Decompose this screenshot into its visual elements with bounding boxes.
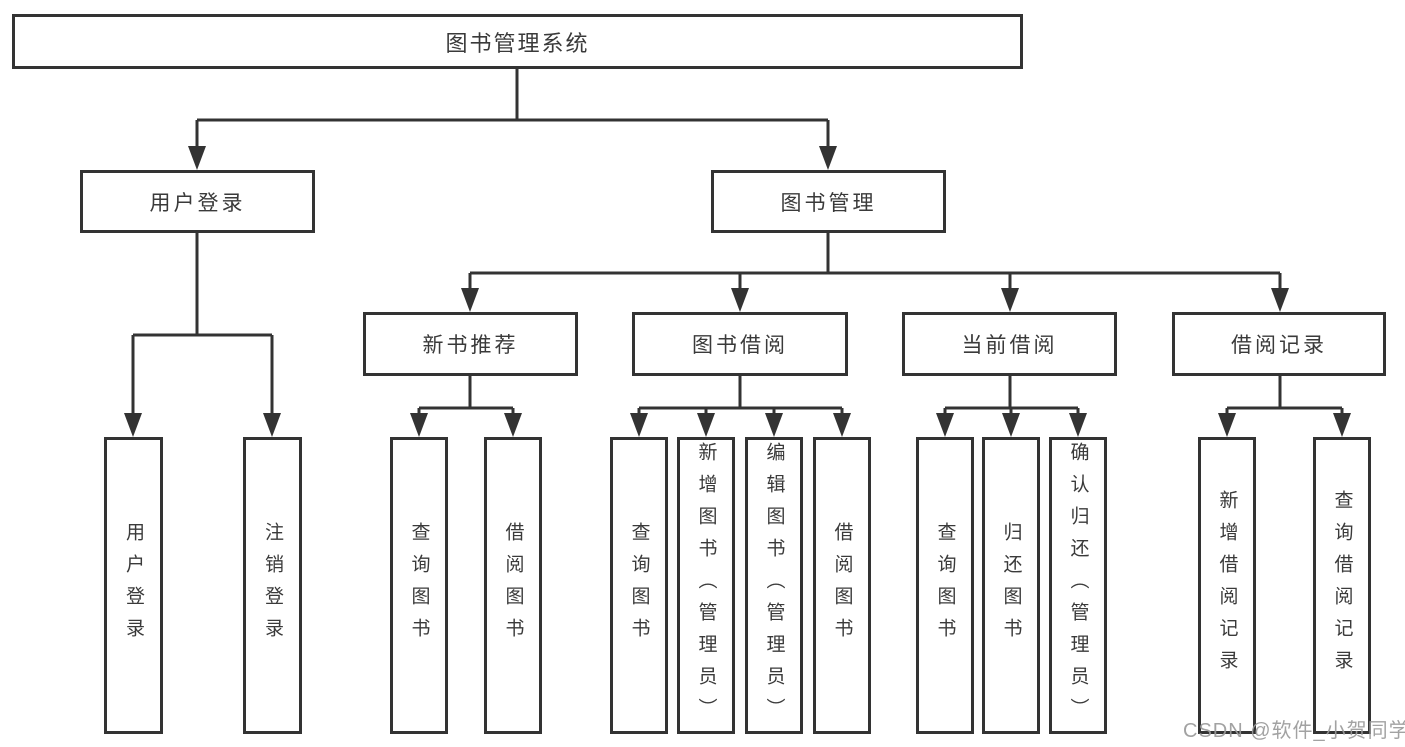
node-leaf-recommend-query-books: 查询图书 (390, 437, 448, 734)
node-label: 图书借阅 (692, 334, 788, 357)
node-label: 用户登录 (149, 191, 246, 215)
node-leaf-records-query-record: 查询借阅记录 (1313, 437, 1371, 734)
node-leaf-records-add-record: 新增借阅记录 (1198, 437, 1256, 734)
node-label: 查询图书 (628, 521, 650, 650)
node-label: 注销登录 (262, 521, 283, 650)
node-label: 查询借阅记录 (1331, 489, 1353, 682)
node-label: 借阅记录 (1231, 334, 1327, 357)
node-label: 图书管理 (780, 191, 877, 215)
node-label: 图书管理系统 (445, 30, 590, 56)
node-leaf-user-login: 用户登录 (104, 437, 163, 734)
node-current-borrowing: 当前借阅 (902, 312, 1117, 376)
node-leaf-current-return-books: 归还图书 (982, 437, 1040, 734)
node-leaf-current-confirm-return-admin: 确认归还（管理员） (1049, 437, 1107, 734)
node-library-management-system: 图书管理系统 (12, 14, 1023, 69)
node-book-management: 图书管理 (711, 170, 946, 233)
node-leaf-borrowing-borrow-books: 借阅图书 (813, 437, 871, 734)
node-label: 新增借阅记录 (1216, 489, 1238, 682)
node-label: 当前借阅 (961, 334, 1058, 357)
node-leaf-borrowing-edit-books-admin: 编辑图书（管理员） (745, 437, 803, 734)
node-label: 归还图书 (1000, 521, 1022, 650)
node-user-login: 用户登录 (80, 170, 315, 233)
node-label: 查询图书 (408, 521, 430, 650)
watermark: CSDN @软件_小贺同学 (1183, 720, 1405, 742)
node-label: 编辑图书（管理员） (763, 441, 785, 730)
node-leaf-current-query-books: 查询图书 (916, 437, 974, 734)
node-leaf-borrowing-query-books: 查询图书 (610, 437, 668, 734)
node-label: 查询图书 (934, 521, 956, 650)
node-leaf-recommend-borrow-books: 借阅图书 (484, 437, 542, 734)
node-label: 确认归还（管理员） (1067, 441, 1089, 730)
node-leaf-borrowing-add-books-admin: 新增图书（管理员） (677, 437, 735, 734)
node-label: 借阅图书 (831, 521, 853, 650)
node-new-book-recommendation: 新书推荐 (363, 312, 578, 376)
node-book-borrowing: 图书借阅 (632, 312, 848, 376)
node-label: 新增图书（管理员） (695, 441, 717, 730)
node-borrowing-records: 借阅记录 (1172, 312, 1386, 376)
node-label: 用户登录 (123, 521, 144, 650)
node-label: 新书推荐 (422, 334, 519, 357)
node-label: 借阅图书 (502, 521, 524, 650)
node-leaf-logout: 注销登录 (243, 437, 302, 734)
